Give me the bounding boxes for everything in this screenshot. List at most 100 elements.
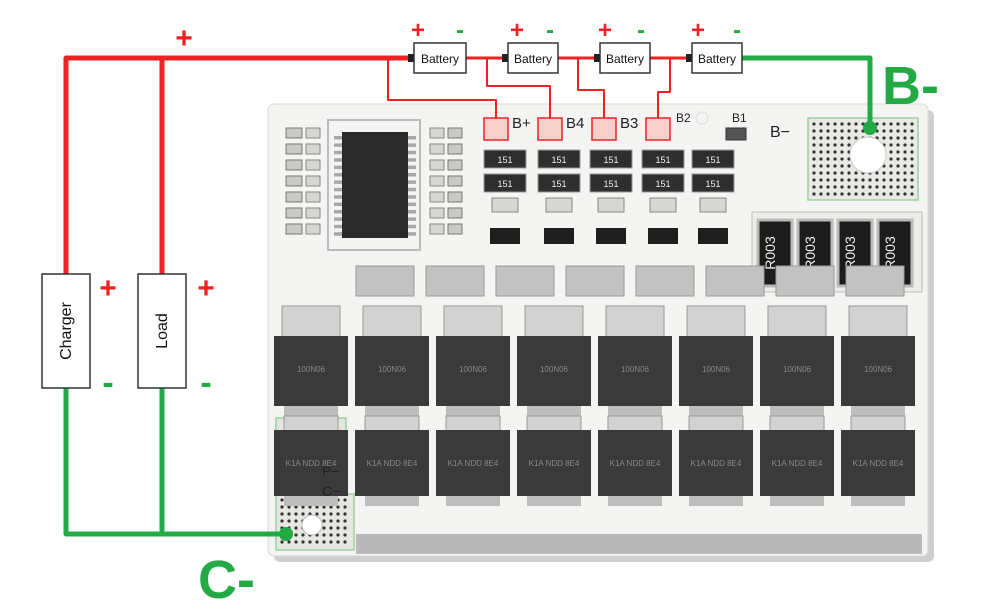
via-dot xyxy=(847,122,851,126)
via-dot xyxy=(840,185,844,189)
mosfet-tab xyxy=(850,415,906,433)
mosfet-leads xyxy=(608,406,662,416)
via-dot xyxy=(826,143,830,147)
sense-wire-b2 xyxy=(657,58,671,118)
smd-resistor-151 xyxy=(589,173,633,193)
via-dot xyxy=(847,129,851,133)
ic-pin xyxy=(334,180,342,184)
copper-pad xyxy=(775,265,835,297)
smd-capacitor xyxy=(429,207,445,219)
via-dot xyxy=(854,192,858,196)
smd-transistor xyxy=(490,228,520,244)
via-dot xyxy=(903,157,907,161)
via-dot xyxy=(819,192,823,196)
ic-pin xyxy=(334,202,342,207)
smd-capacitor xyxy=(285,191,303,203)
via-dot xyxy=(889,192,893,196)
b-minus-wire xyxy=(742,55,873,128)
via-dot xyxy=(854,178,858,182)
via-dot xyxy=(910,178,914,182)
mosfet-leads xyxy=(689,406,743,416)
resistor-code: 151 xyxy=(603,155,618,165)
via-dot xyxy=(896,164,900,168)
ic-pin xyxy=(408,165,416,170)
smd-capacitor xyxy=(699,197,727,213)
control-ic-chip xyxy=(342,132,408,238)
via-dot xyxy=(875,192,879,196)
via-dot xyxy=(280,540,284,544)
smd-capacitor xyxy=(447,175,463,187)
sense-pad-b4 xyxy=(537,117,563,141)
via-dot xyxy=(882,178,886,182)
via-dot xyxy=(840,178,844,182)
via-dot xyxy=(287,519,291,523)
smd-components-left xyxy=(285,127,463,235)
ic-pin xyxy=(408,136,416,140)
via-dot xyxy=(910,171,914,175)
mosfet-package xyxy=(760,336,834,406)
ic-pin xyxy=(334,173,342,177)
via-dot xyxy=(819,157,823,161)
battery-3-left-terminal xyxy=(594,54,602,62)
via-dot xyxy=(819,143,823,147)
battery-4: Battery + - xyxy=(691,17,743,74)
mosfet-code: K1A NDD 8E4 xyxy=(286,459,337,468)
via-dot xyxy=(854,136,858,140)
via-dot xyxy=(889,122,893,126)
via-dot xyxy=(287,512,291,516)
ic-pin xyxy=(408,180,416,184)
via-dot xyxy=(882,136,886,140)
mosfet-package xyxy=(679,430,753,496)
mosfet-tab xyxy=(607,415,663,433)
resistor-code: 151 xyxy=(603,179,618,189)
b-minus-mount-hole xyxy=(849,136,887,174)
smd-capacitor xyxy=(305,143,321,155)
via-dot xyxy=(882,122,886,126)
ic-pins-left xyxy=(334,136,342,236)
c-minus-mount-hole xyxy=(301,514,323,536)
via-dot xyxy=(833,164,837,168)
mosfet-code: 100N06 xyxy=(621,365,650,374)
via-dot xyxy=(833,129,837,133)
via-dot xyxy=(343,498,347,502)
via-dot xyxy=(308,505,312,509)
ic-pin xyxy=(408,217,416,221)
via-dot xyxy=(882,192,886,196)
via-dot xyxy=(812,157,816,161)
mosfet-package xyxy=(841,336,915,406)
via-dot xyxy=(833,192,837,196)
load-label: Load xyxy=(154,313,171,349)
via-dot xyxy=(910,129,914,133)
load-minus-sign: - xyxy=(200,364,211,402)
b-minus-pad-vias xyxy=(812,122,914,196)
via-dot xyxy=(336,512,340,516)
mosfet-leads xyxy=(770,406,824,416)
mosfet-code: K1A NDD 8E4 xyxy=(772,459,823,468)
battery-3: Battery + - xyxy=(598,17,651,74)
via-dot xyxy=(840,164,844,168)
via-dot xyxy=(301,505,305,509)
via-dot xyxy=(819,164,823,168)
smd-capacitor xyxy=(285,175,303,187)
smd-capacitor xyxy=(305,127,321,139)
via-dot xyxy=(812,150,816,154)
load-plus-sign: + xyxy=(197,272,215,305)
mosfet-tab xyxy=(767,305,827,339)
via-dot xyxy=(336,505,340,509)
via-dot xyxy=(343,526,347,530)
via-dot xyxy=(833,185,837,189)
mosfet-package xyxy=(436,430,510,496)
via-dot xyxy=(826,171,830,175)
via-dot xyxy=(903,129,907,133)
mosfet-tab xyxy=(283,415,339,433)
sense-wire-b-plus xyxy=(387,58,497,118)
via-dot xyxy=(301,533,305,537)
mosfet-code: K1A NDD 8E4 xyxy=(853,459,904,468)
via-dot xyxy=(322,540,326,544)
c-minus-junction xyxy=(279,527,293,541)
smd-resistor-151 xyxy=(483,173,527,193)
via-dot xyxy=(322,533,326,537)
smd-capacitor xyxy=(447,127,463,139)
